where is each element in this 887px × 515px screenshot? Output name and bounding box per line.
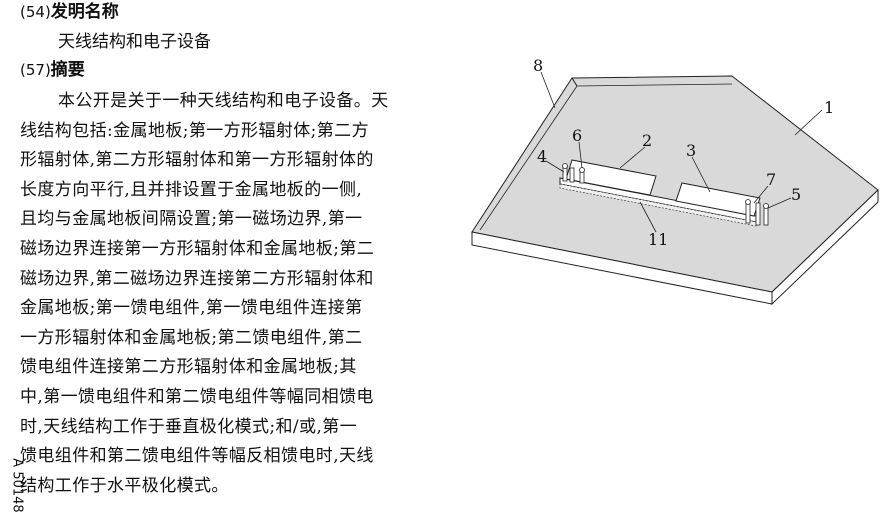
abstract-line: 长度方向平行,且并排设置于金属地板的一侧, [20,179,363,200]
abstract-line: 馈电组件和第二馈电组件等幅反相馈电时,天线 [20,446,374,467]
invention-title: 天线结构和电子设备 [58,32,211,52]
abstract-line: 时,天线结构工作于垂直极化模式;和/或,第一 [20,416,358,437]
label-3: 3 [686,141,696,160]
label-8: 8 [533,56,543,75]
abstract-line: 线结构包括:金属地板;第一方形辐射体;第二方 [20,120,369,141]
ground-plate [471,75,879,306]
leader-lines [540,71,823,233]
abstract-label: 摘要 [50,60,85,80]
label-6: 6 [572,126,582,145]
abstract-line: 磁场边界,第二磁场边界连接第二方形辐射体和 [20,268,374,289]
right-feed-posts [745,199,769,226]
abstract-line: 形辐射体,第二方形辐射体和第一方形辐射体的 [20,150,374,171]
plate-right-edge [771,188,879,306]
label-1: 1 [824,98,834,117]
title-label: 发明名称 [50,2,119,22]
second-radiator [675,182,761,217]
title-code: (54) [20,3,51,21]
abstract-line: 中,第一馈电组件和第二馈电组件等幅同相馈电 [20,386,374,407]
antenna-drawing: 1 2 3 4 5 6 7 8 11 [471,56,879,306]
abstract-line: 结构工作于水平极化模式。 [20,475,229,496]
left-feed-posts [562,163,585,184]
antenna-figure: 1 2 3 4 5 6 7 8 11 [460,40,880,320]
abstract-heading: (57)摘要 [20,58,85,82]
abstract-code: (57) [20,61,51,79]
title-heading: (54)发明名称 [20,0,119,24]
label-5: 5 [791,185,801,204]
abstract-line: 馈电组件连接第二方形辐射体和金属地板;其 [20,357,357,378]
abstract-line: 磁场边界连接第一方形辐射体和金属地板;第二 [20,238,375,259]
abstract-line: 一方形辐射体和金属地板;第二馈电组件,第二 [20,327,363,348]
abstract-line: 本公开是关于一种天线结构和电子设备。天 [58,91,389,111]
label-7: 7 [766,170,776,189]
label-2: 2 [642,131,652,150]
abstract-body: 本公开是关于一种天线结构和电子设备。天 线结构包括:金属地板;第一方形辐射体;第… [20,87,430,501]
abstract-line: 金属地板;第一馈电组件,第一馈电组件连接第 [20,298,363,319]
abstract-line: 且均与金属地板间隔设置;第一磁场边界,第一 [20,209,363,230]
publication-side-code: A 50148 [9,458,25,513]
label-11: 11 [648,230,668,249]
label-4: 4 [537,147,547,166]
first-radiator [565,159,657,196]
